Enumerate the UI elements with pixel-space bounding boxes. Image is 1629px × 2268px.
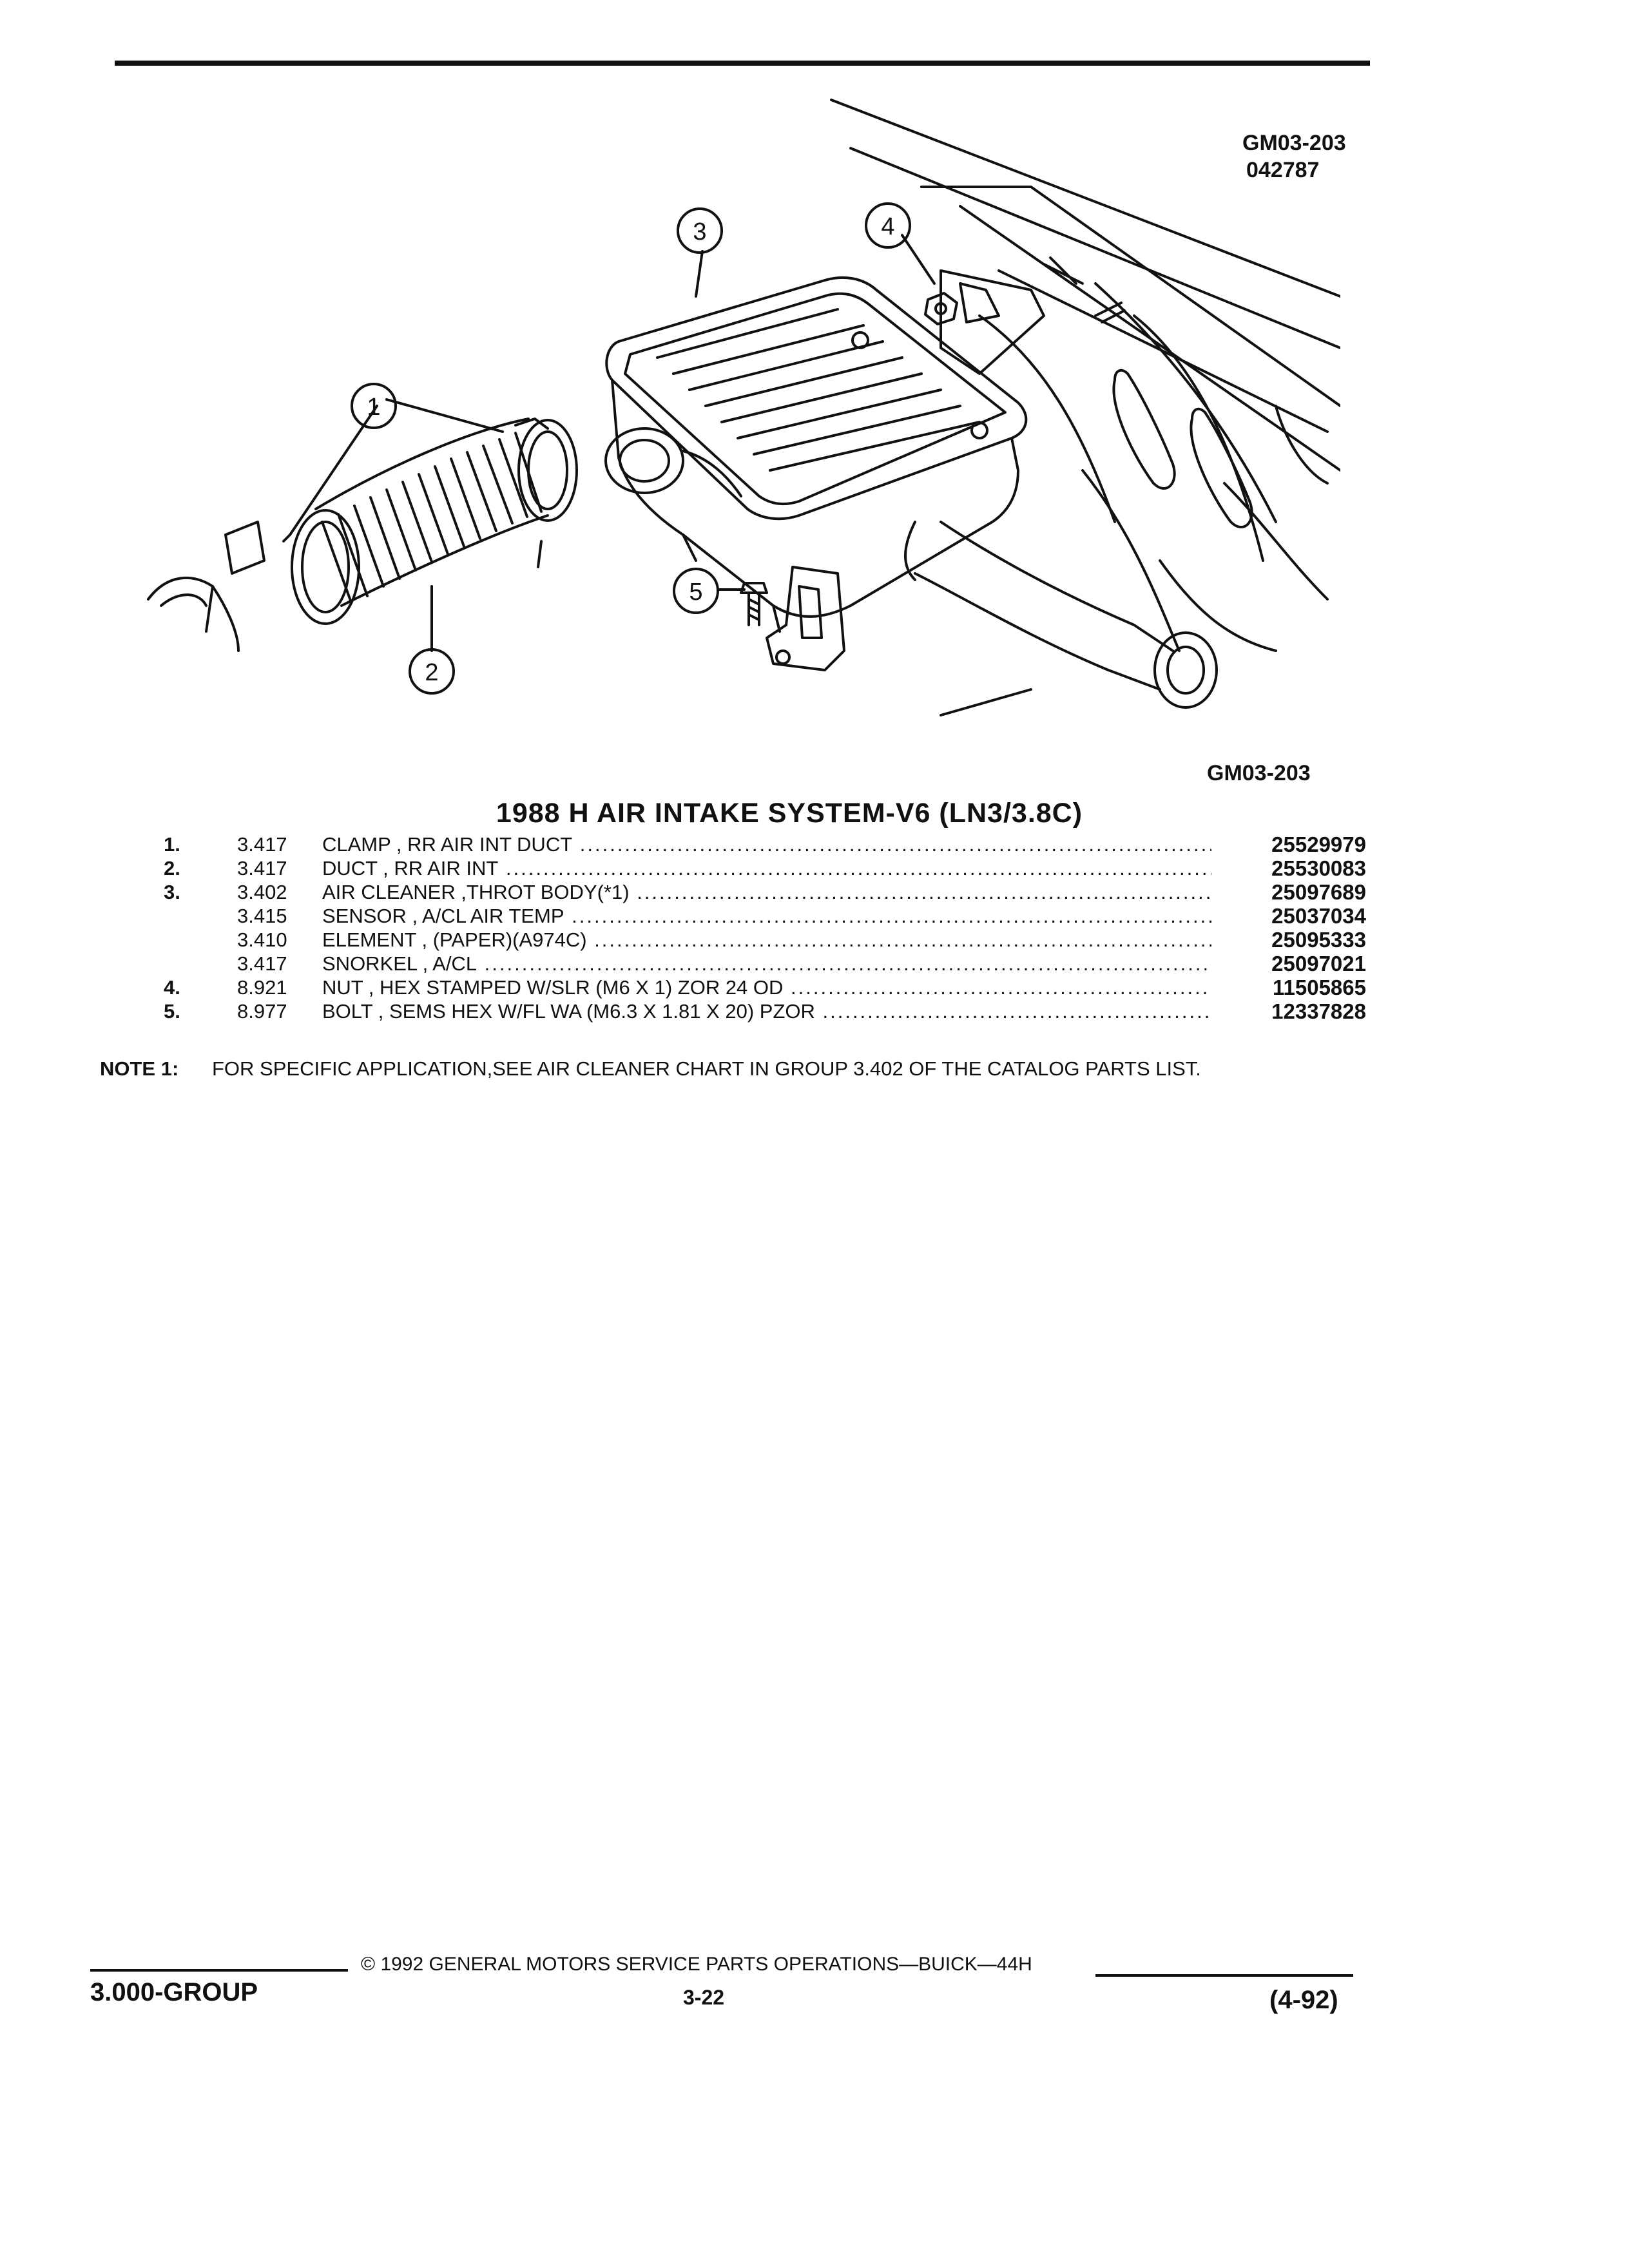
part-number: 25097021 (1271, 952, 1366, 975)
part-description: CLAMP , RR AIR INT DUCT (322, 832, 1211, 856)
air-intake-exploded-diagram: 1 2 3 4 5 (147, 99, 1340, 716)
callout-4: 4 (865, 202, 911, 249)
part-number: 25530083 (1271, 856, 1366, 880)
snorkel (904, 521, 1218, 709)
air-intake-duct (314, 418, 549, 607)
part-description: SENSOR , A/CL AIR TEMP (322, 904, 1211, 928)
note-text: FOR SPECIFIC APPLICATION,SEE AIR CLEANER… (212, 1057, 1201, 1080)
part-number: 25097689 (1271, 880, 1366, 904)
callout-3: 3 (677, 207, 723, 254)
part-description: BOLT , SEMS HEX W/FL WA (M6.3 X 1.81 X 2… (322, 999, 1211, 1023)
note-label: NOTE 1: (100, 1057, 179, 1080)
throttle-body-stub (147, 576, 240, 652)
callout-5: 5 (673, 568, 719, 614)
footer-date: (4-92) (1269, 1986, 1338, 2014)
parts-row: 1. 3.417 CLAMP , RR AIR INT DUCT 25529979 (155, 832, 1366, 856)
figure-code-bottom: GM03-203 (1207, 761, 1311, 785)
leader-lines (282, 234, 1032, 716)
part-item-number: 1. (164, 833, 180, 856)
body-panel-lines (830, 99, 1340, 652)
part-number: 25037034 (1271, 904, 1366, 928)
part-group-code: 3.415 (237, 905, 287, 927)
clip-line (537, 540, 543, 568)
part-item-number: 3. (164, 881, 180, 903)
callout-1: 1 (351, 383, 397, 429)
footer-rule-right (1095, 1974, 1353, 1977)
mounting-bracket (940, 256, 1126, 375)
svg-text:4: 4 (881, 213, 894, 240)
part-group-code: 8.977 (237, 1000, 287, 1023)
part-item-number: 2. (164, 857, 180, 879)
part-item-number: 4. (164, 976, 180, 999)
figure-code-date: 042787 (1246, 158, 1320, 182)
top-rule (115, 61, 1370, 66)
parts-row: 3. 3.402 AIR CLEANER ,THROT BODY(*1) 250976… (155, 880, 1366, 904)
clamp-front (514, 418, 578, 522)
svg-text:3: 3 (693, 218, 706, 245)
parts-row: 3.417 SNORKEL , A/CL 25097021 (155, 952, 1366, 975)
parts-row: 2. 3.417 DUCT , RR AIR INT 25530083 (155, 856, 1366, 880)
air-cleaner-housing (604, 276, 1028, 633)
part-description: ELEMENT , (PAPER)(A974C) (322, 928, 1211, 952)
part-description: NUT , HEX STAMPED W/SLR (M6 X 1) ZOR 24 … (322, 975, 1211, 999)
footer-copyright: © 1992 GENERAL MOTORS SERVICE PARTS OPER… (361, 1954, 1032, 1975)
part-group-code: 3.417 (237, 857, 287, 879)
parts-row: 3.410 ELEMENT , (PAPER)(A974C) 25095333 (155, 928, 1366, 952)
nut (924, 292, 958, 325)
svg-text:2: 2 (425, 659, 438, 686)
part-number: 25529979 (1271, 832, 1366, 856)
figure-code-top: GM03-203 (1242, 131, 1346, 155)
part-description: DUCT , RR AIR INT (322, 856, 1211, 880)
parts-row: 4. 8.921 NUT , HEX STAMPED W/SLR (M6 X 1) … (155, 975, 1366, 999)
svg-text:1: 1 (367, 394, 380, 421)
part-item-number: 5. (164, 1000, 180, 1023)
part-group-code: 3.402 (237, 881, 287, 903)
part-number: 25095333 (1271, 928, 1366, 952)
clamp-rear (224, 509, 360, 625)
part-description: SNORKEL , A/CL (322, 952, 1211, 975)
part-group-code: 3.417 (237, 952, 287, 975)
parts-row: 5. 8.977 BOLT , SEMS HEX W/FL WA (M6.3 X 1… (155, 999, 1366, 1023)
part-description: AIR CLEANER ,THROT BODY(*1) (322, 880, 1211, 904)
footer-page-number: 3-22 (683, 1986, 725, 2009)
part-group-code: 8.921 (237, 976, 287, 999)
part-number: 12337828 (1271, 999, 1366, 1023)
section-title: 1988 H AIR INTAKE SYSTEM-V6 (LN3/3.8C) (496, 798, 1083, 829)
part-group-code: 3.417 (237, 833, 287, 856)
parts-row: 3.415 SENSOR , A/CL AIR TEMP 25037034 (155, 904, 1366, 928)
footer-group: 3.000-GROUP (90, 1978, 258, 2006)
svg-text:5: 5 (689, 579, 702, 606)
lower-bracket (766, 566, 845, 671)
footer-rule-left (90, 1969, 348, 1972)
part-number: 11505865 (1272, 975, 1366, 999)
part-group-code: 3.410 (237, 928, 287, 951)
callout-2: 2 (409, 648, 455, 695)
